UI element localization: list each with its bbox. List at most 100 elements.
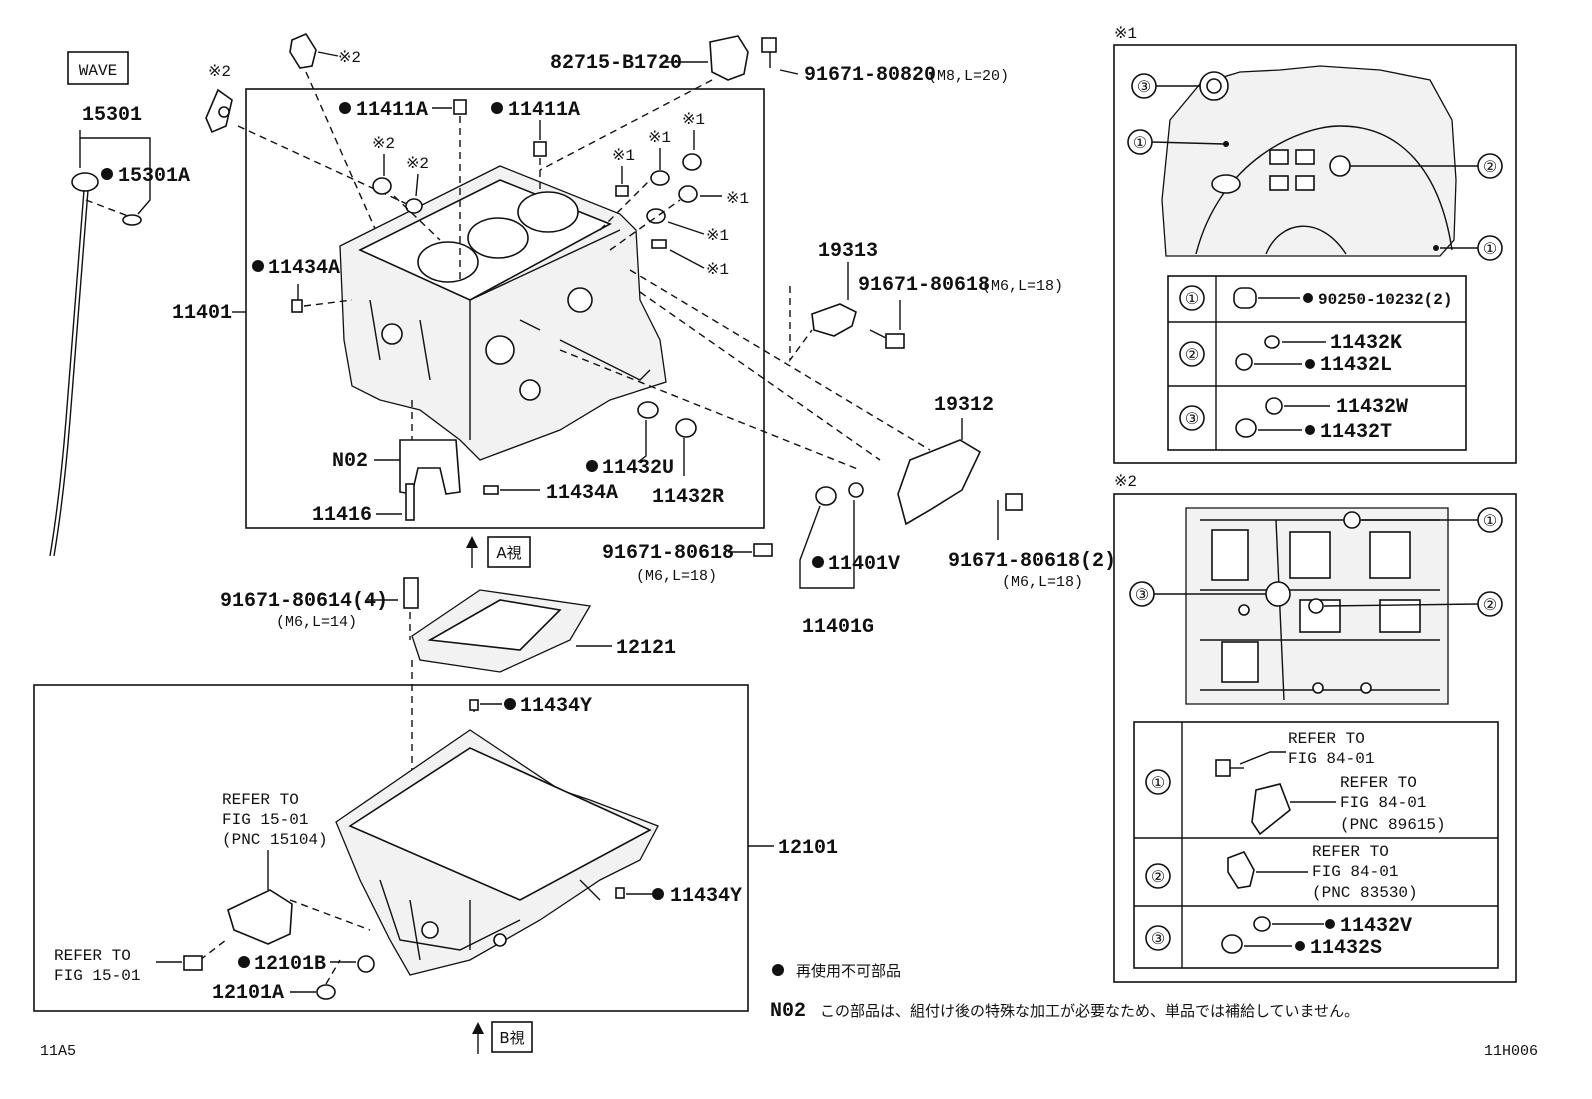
spec-91671-80820: (M8,L=20) — [928, 68, 1009, 85]
dipstick-oring — [122, 214, 142, 226]
label-15301a[interactable]: 15301A — [118, 165, 190, 188]
refer1-line1[interactable]: REFER TO — [222, 791, 299, 809]
drain-plug — [316, 984, 336, 1000]
spec-91671-80618-c: (M6,L=18) — [1002, 574, 1083, 591]
label-11401g[interactable]: 11401G — [802, 616, 874, 639]
oil-strainer — [227, 889, 293, 945]
cylinder-block-frame — [245, 88, 765, 529]
label-91671-80820[interactable]: 91671-80820 — [804, 64, 936, 87]
pressure-sensor-top — [289, 32, 317, 69]
cylinder-bore-1 — [417, 241, 479, 283]
panel1-row3-part-b[interactable]: 11432T — [1320, 421, 1392, 444]
panel1-plug-2 — [1329, 155, 1351, 177]
panel2-row3-num: ③ — [1151, 931, 1165, 949]
bearing-cap — [399, 439, 461, 495]
label-12101[interactable]: 12101 — [778, 837, 838, 860]
panel2-row3-part-b[interactable]: 11432S — [1310, 937, 1382, 960]
view-a-label: A視 — [496, 544, 521, 562]
wave-tag: WAVE — [79, 62, 117, 80]
dipstick-group: WAVE 15301 15301A — [49, 51, 190, 557]
knock-pin-right — [533, 141, 547, 157]
label-11434a-upper[interactable]: 11434A — [268, 257, 340, 280]
label-11411a-left[interactable]: 11411A — [356, 99, 428, 122]
footer-right-code: 11H006 — [1484, 1043, 1538, 1060]
label-11416[interactable]: 11416 — [312, 504, 372, 527]
panel2-row2-ref2[interactable]: FIG 84-01 — [1312, 863, 1398, 881]
mark2-top: ※2 — [338, 49, 361, 67]
mark2-plug-b: ※2 — [406, 155, 429, 173]
label-12121[interactable]: 12121 — [616, 637, 676, 660]
oil-pan — [335, 729, 659, 976]
label-91671-80618-a[interactable]: 91671-80618 — [858, 274, 990, 297]
panel2-row1-ref-a1[interactable]: REFER TO — [1288, 730, 1365, 748]
label-11434a-lower[interactable]: 11434A — [546, 482, 618, 505]
panel2-knock-sensor-part — [1251, 783, 1291, 836]
panel1-row2-part-b[interactable]: 11432L — [1320, 354, 1392, 377]
cylinder-block — [339, 165, 667, 461]
label-11411a-right[interactable]: 11411A — [508, 99, 580, 122]
panel1-row2-part-a[interactable]: 11432K — [1330, 332, 1402, 355]
panel2-pressure-sensor — [1308, 598, 1324, 614]
gasket-mark2-b — [405, 198, 423, 214]
label-82715-b1720[interactable]: 82715-B1720 — [550, 52, 682, 75]
label-11401[interactable]: 11401 — [172, 302, 232, 325]
mark1-e: ※1 — [706, 227, 729, 245]
panel1-callout-1a: ① — [1133, 135, 1147, 153]
label-91671-80618-b[interactable]: 91671-80618 — [602, 542, 734, 565]
panel2-knock-sensor — [1343, 511, 1361, 529]
panel2-row1-ref-b3[interactable]: (PNC 89615) — [1340, 816, 1446, 834]
panel1-row2-num: ② — [1185, 347, 1199, 365]
panel2-row2-ref1[interactable]: REFER TO — [1312, 843, 1389, 861]
refer2-line2[interactable]: FIG 15-01 — [54, 967, 140, 985]
panel1-row3-part-a[interactable]: 11432W — [1336, 396, 1408, 419]
label-11434y-upper[interactable]: 11434Y — [520, 695, 592, 718]
panel2-table — [1133, 721, 1499, 969]
refer1-line2[interactable]: FIG 15-01 — [222, 811, 308, 829]
label-11401v[interactable]: 11401V — [828, 553, 900, 576]
bracket-19313 — [811, 303, 857, 337]
label-11432u[interactable]: 11432U — [602, 457, 674, 480]
panel2-row3-part-a[interactable]: 11432V — [1340, 915, 1412, 938]
label-19312[interactable]: 19312 — [934, 394, 994, 417]
panel2-row1-num: ① — [1151, 775, 1165, 793]
panel1-row1-part[interactable]: 90250-10232(2) — [1318, 291, 1452, 309]
label-15301[interactable]: 15301 — [82, 104, 142, 127]
label-91671-80618-c[interactable]: 91671-80618(2) — [948, 550, 1116, 573]
panel1-row3-num: ③ — [1185, 411, 1199, 429]
panel1-row1-num: ① — [1185, 291, 1199, 309]
mark1-b: ※1 — [648, 129, 671, 147]
mark1-a: ※1 — [612, 147, 635, 165]
panel2-row1-ref-b1[interactable]: REFER TO — [1340, 774, 1417, 792]
mark1-c: ※1 — [682, 111, 705, 129]
panel2-callout-3: ③ — [1135, 587, 1149, 605]
mark2-left: ※2 — [208, 63, 231, 81]
label-11434y-lower[interactable]: 11434Y — [670, 885, 742, 908]
label-n02[interactable]: N02 — [332, 450, 368, 473]
label-12101a[interactable]: 12101A — [212, 982, 284, 1005]
bracket-82715 — [709, 35, 749, 81]
panel1-callout-1b: ① — [1483, 241, 1497, 259]
panel2-row1-ref-b2[interactable]: FIG 84-01 — [1340, 794, 1426, 812]
cylinder-bore-3 — [517, 191, 579, 233]
label-11432r[interactable]: 11432R — [652, 486, 724, 509]
dipstick-rod — [49, 189, 85, 557]
panel2-row2-num: ② — [1151, 869, 1165, 887]
label-19313[interactable]: 19313 — [818, 240, 878, 263]
panel2-frame — [1113, 493, 1517, 983]
panel2-oil-pressure-switch — [1227, 851, 1255, 889]
mark1-d: ※1 — [726, 190, 749, 208]
view-b-label: B視 — [499, 1029, 524, 1047]
refer1-line3[interactable]: (PNC 15104) — [222, 831, 328, 849]
refer2-line1[interactable]: REFER TO — [54, 947, 131, 965]
legend-n02-code: N02 — [770, 1000, 806, 1023]
label-91671-80614[interactable]: 91671-80614(4) — [220, 590, 388, 613]
bracket-19312 — [897, 439, 982, 526]
panel2-row2-ref3[interactable]: (PNC 83530) — [1312, 884, 1418, 902]
plug-mark2-a — [372, 177, 392, 195]
panel1-table — [1167, 275, 1467, 451]
panel1-callout-2: ② — [1483, 159, 1497, 177]
panel2-row1-ref-a2[interactable]: FIG 84-01 — [1288, 750, 1374, 768]
label-12101b[interactable]: 12101B — [254, 953, 326, 976]
